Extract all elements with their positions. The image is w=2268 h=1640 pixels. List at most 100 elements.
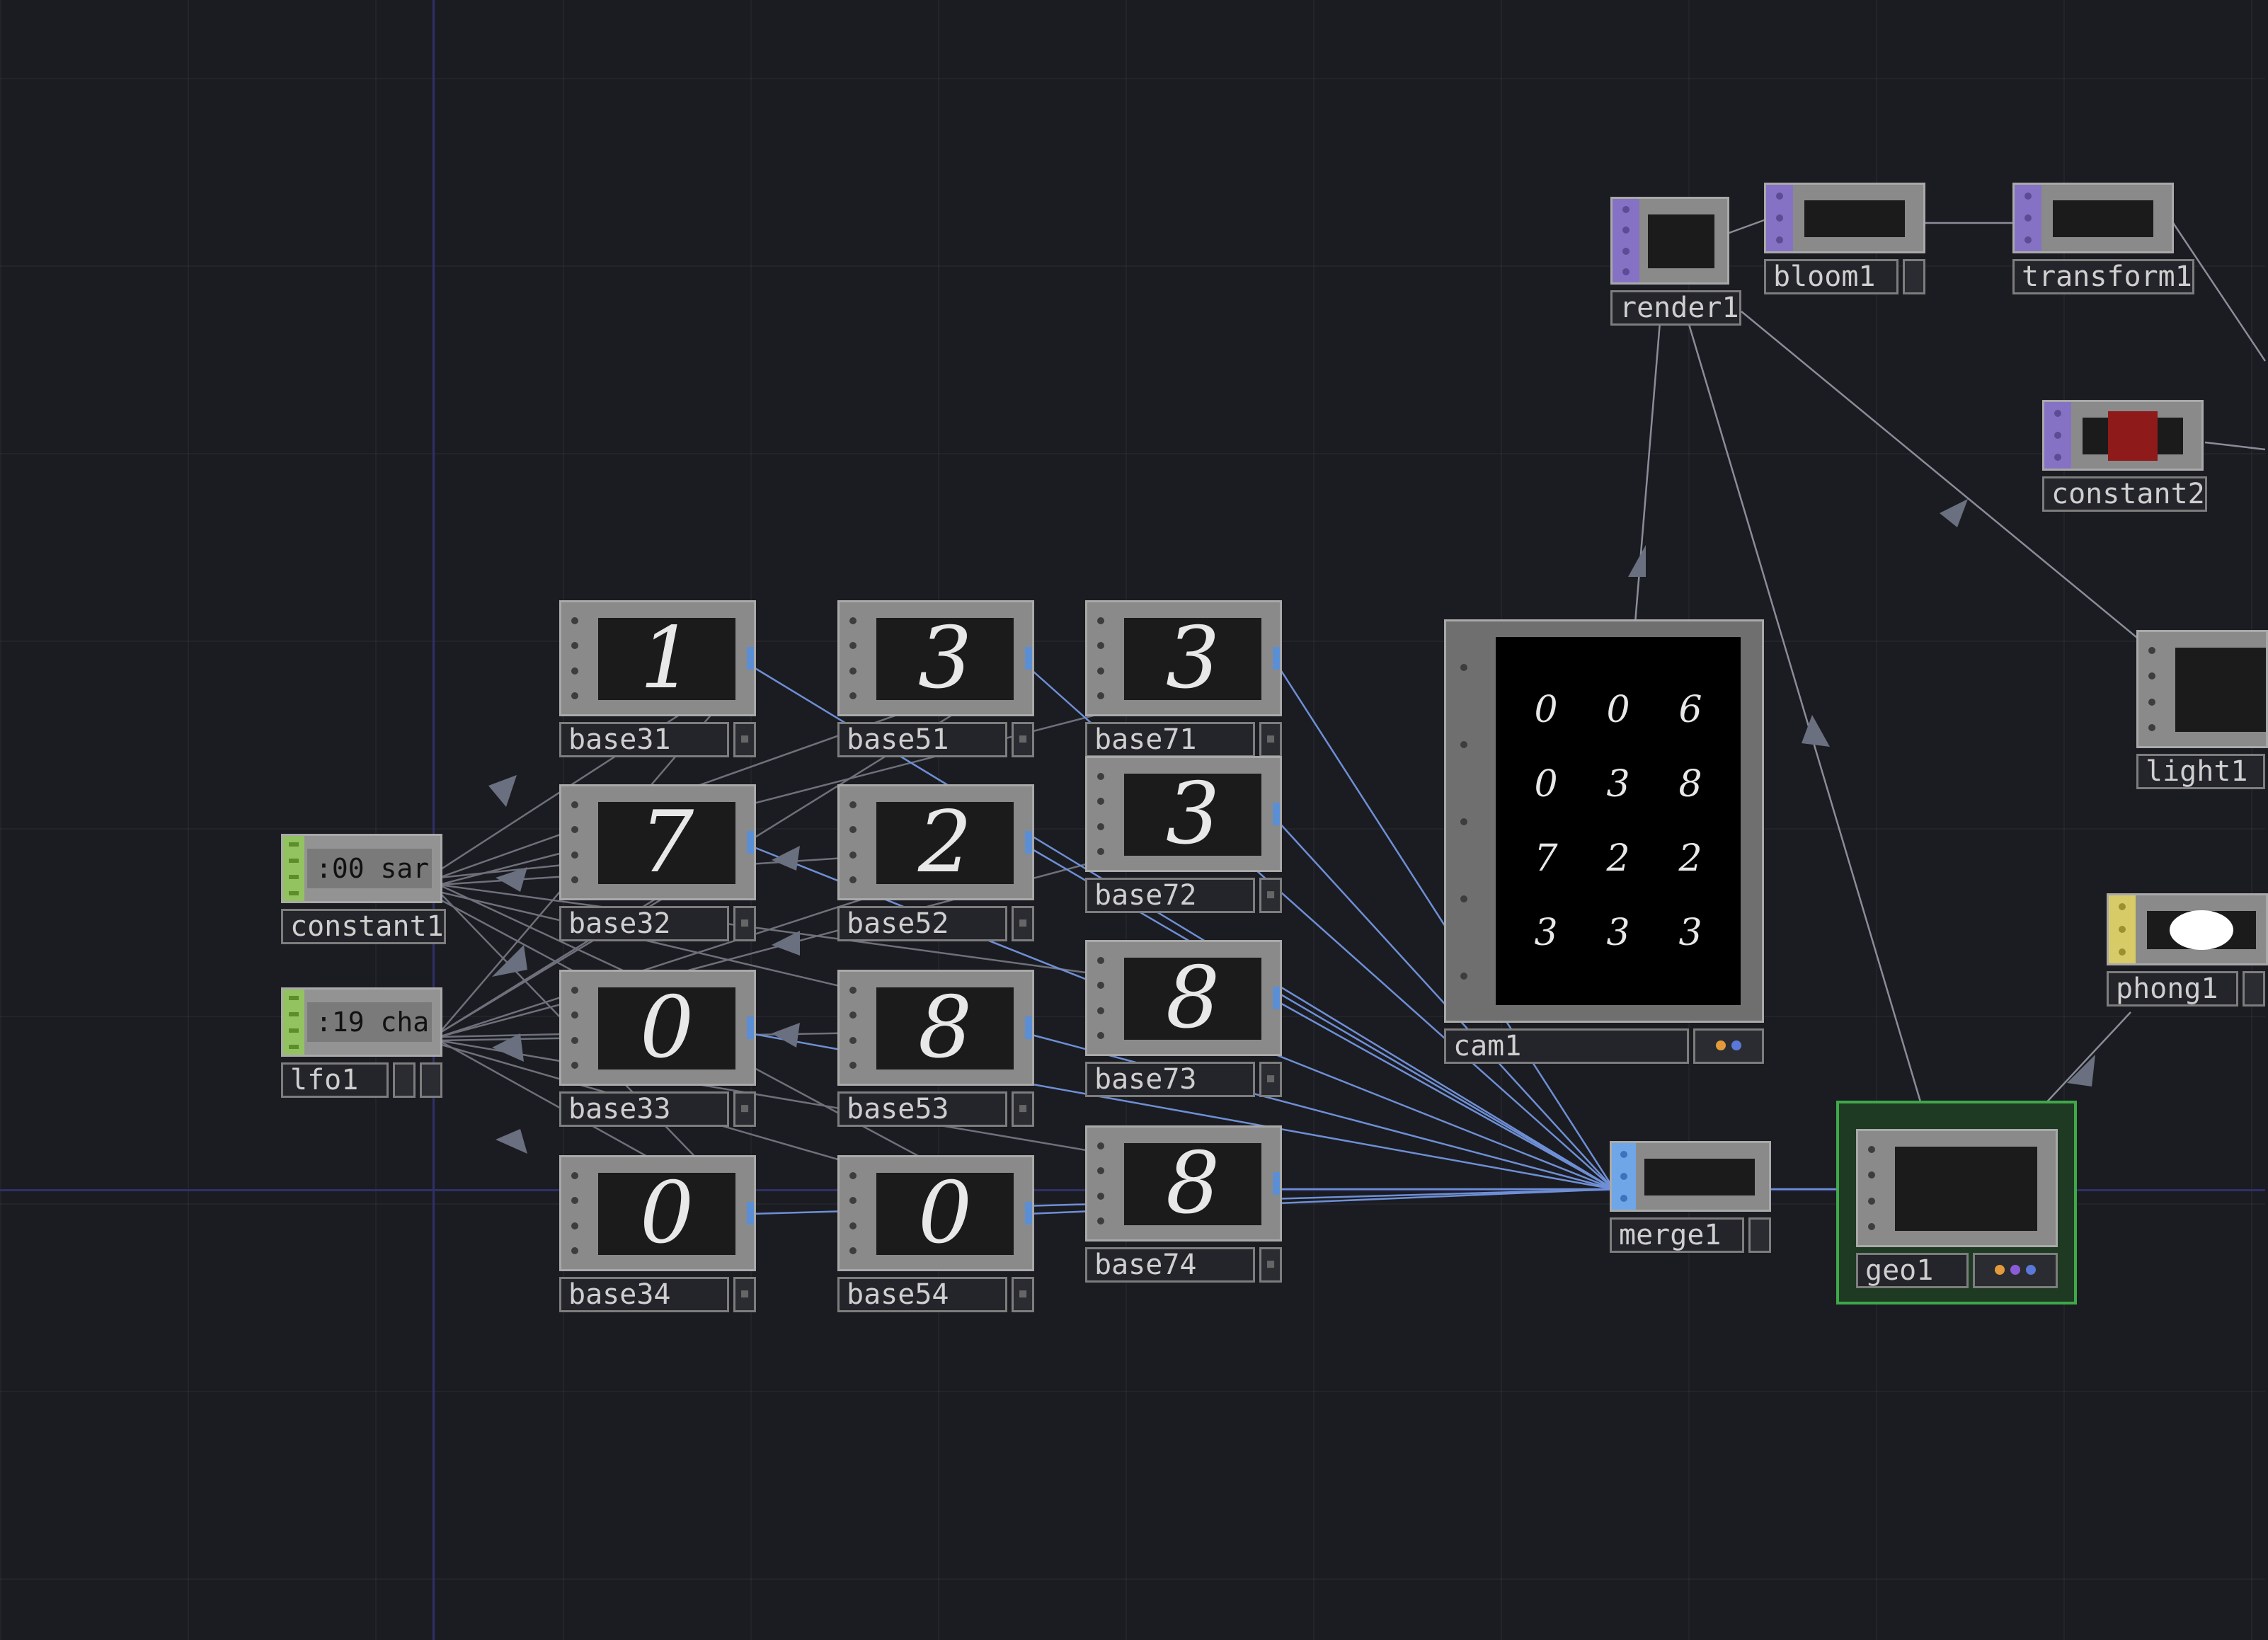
node-geo1[interactable]: geo1 [1856, 1129, 2058, 1288]
node-constant2[interactable]: constant2 [2042, 400, 2207, 512]
node-label[interactable]: light1 [2136, 754, 2265, 789]
node-label[interactable]: base32 [559, 906, 729, 941]
node-render1[interactable]: render1 [1610, 197, 1741, 326]
node-base52[interactable]: 2 base52▪ [837, 784, 1034, 941]
grid-digit: 0 [1606, 688, 1630, 731]
node-frame [2042, 400, 2204, 471]
node-label[interactable]: base31 [559, 722, 729, 757]
node-merge1[interactable]: merge1 [1610, 1141, 1771, 1253]
grid-digit: 7 [1534, 837, 1558, 880]
output-connector[interactable] [1025, 1016, 1032, 1040]
flag-toggle[interactable]: ▪ [1259, 722, 1282, 757]
node-frame: 8 [837, 970, 1034, 1086]
node-label[interactable]: base72 [1085, 878, 1255, 913]
node-base74[interactable]: 8 base74▪ [1085, 1125, 1282, 1283]
node-label[interactable]: cam1 [1444, 1028, 1689, 1064]
flag-toggle[interactable] [420, 1062, 442, 1098]
flag-toggle[interactable] [2243, 971, 2265, 1007]
top-strip-icon [1613, 199, 1639, 282]
node-toolbar-icons [567, 977, 583, 1078]
node-frame: 3 [837, 600, 1034, 716]
flag-toggle[interactable] [393, 1062, 416, 1098]
flag-toggle[interactable]: ▪ [1259, 1062, 1282, 1097]
flag-toggle[interactable]: ▪ [1012, 906, 1034, 941]
top-strip-icon [2044, 402, 2071, 469]
node-label[interactable]: base71 [1085, 722, 1255, 757]
flag-toggle[interactable]: ▪ [1012, 1277, 1034, 1312]
node-label[interactable]: phong1 [2107, 971, 2238, 1007]
node-toolbar-icons [2144, 638, 2160, 740]
node-constant1[interactable]: :00 sar constant1 [281, 834, 446, 944]
grid-digit: 0 [1534, 688, 1558, 731]
node-label[interactable]: base51 [837, 722, 1007, 757]
node-phong1[interactable]: phong1 [2107, 893, 2268, 1007]
output-connector[interactable] [1273, 647, 1280, 670]
node-frame [1764, 183, 1925, 253]
output-connector[interactable] [1025, 647, 1032, 670]
node-base71[interactable]: 3 base71▪ [1085, 600, 1282, 757]
output-connector[interactable] [1273, 803, 1280, 826]
output-connector[interactable] [747, 647, 754, 670]
output-connector[interactable] [1273, 1172, 1280, 1195]
node-viewer [1648, 214, 1714, 268]
flag-toggle[interactable]: ▪ [1259, 878, 1282, 913]
node-transform1[interactable]: transform1 [2012, 183, 2194, 294]
render-flags[interactable] [1693, 1028, 1764, 1064]
node-base31[interactable]: 1 base31▪ [559, 600, 756, 757]
flag-toggle[interactable]: ▪ [733, 1277, 756, 1312]
node-label[interactable]: base34 [559, 1277, 729, 1312]
output-connector[interactable] [747, 831, 754, 854]
node-base32[interactable]: 7 base32▪ [559, 784, 756, 941]
node-light1[interactable]: light1 [2136, 630, 2268, 789]
mat-strip-icon [2109, 895, 2136, 963]
node-base34[interactable]: 0 base34▪ [559, 1155, 756, 1312]
output-connector[interactable] [1025, 831, 1032, 854]
digit-viewer: 3 [1124, 772, 1261, 857]
node-label[interactable]: geo1 [1856, 1253, 1969, 1288]
node-toolbar-icons [1093, 948, 1109, 1048]
node-lfo1[interactable]: :19 cha lfo1 [281, 987, 442, 1098]
flag-toggle[interactable]: ▪ [733, 906, 756, 941]
output-connector[interactable] [1025, 1202, 1032, 1225]
node-label[interactable]: lfo1 [281, 1062, 389, 1098]
node-label[interactable]: merge1 [1610, 1217, 1744, 1253]
node-label[interactable]: constant2 [2042, 476, 2207, 512]
flag-toggle[interactable]: ▪ [733, 1091, 756, 1127]
node-cam1[interactable]: 0 0 6 0 3 8 7 2 2 3 3 3 cam1 [1444, 619, 1764, 1064]
node-label[interactable]: render1 [1610, 290, 1741, 326]
digit-viewer: 3 [876, 617, 1014, 701]
output-connector[interactable] [747, 1016, 754, 1040]
node-bloom1[interactable]: bloom1 [1764, 183, 1925, 294]
flag-toggle[interactable]: ▪ [1259, 1247, 1282, 1283]
node-label[interactable]: base73 [1085, 1062, 1255, 1097]
flag-toggle[interactable] [1903, 259, 1925, 294]
node-base33[interactable]: 0 base33▪ [559, 970, 756, 1127]
node-base72[interactable]: 3 base72▪ [1085, 756, 1282, 913]
flag-toggle[interactable]: ▪ [733, 722, 756, 757]
red-swatch [2108, 411, 2158, 461]
node-label[interactable]: base54 [837, 1277, 1007, 1312]
node-label[interactable]: constant1 [281, 909, 446, 944]
chop-strip-icon [283, 836, 304, 901]
node-label[interactable]: transform1 [2012, 259, 2194, 294]
node-frame [1610, 197, 1729, 285]
node-label[interactable]: bloom1 [1764, 259, 1898, 294]
node-toolbar-icons [1093, 764, 1109, 864]
digit-viewer: 0 [598, 986, 735, 1071]
node-label[interactable]: base53 [837, 1091, 1007, 1127]
render-flags[interactable] [1973, 1253, 2058, 1288]
node-label[interactable]: base52 [837, 906, 1007, 941]
node-toolbar-icons [567, 792, 583, 893]
flag-toggle[interactable]: ▪ [1012, 1091, 1034, 1127]
output-connector[interactable] [1273, 987, 1280, 1010]
node-base73[interactable]: 8 base73▪ [1085, 940, 1282, 1097]
flag-toggle[interactable] [1748, 1217, 1771, 1253]
node-label[interactable]: base74 [1085, 1247, 1255, 1283]
node-base54[interactable]: 0 base54▪ [837, 1155, 1034, 1312]
node-base53[interactable]: 8 base53▪ [837, 970, 1034, 1127]
flag-toggle[interactable]: ▪ [1012, 722, 1034, 757]
output-connector[interactable] [747, 1202, 754, 1225]
node-frame [2012, 183, 2174, 253]
node-base51[interactable]: 3 base51▪ [837, 600, 1034, 757]
node-label[interactable]: base33 [559, 1091, 729, 1127]
